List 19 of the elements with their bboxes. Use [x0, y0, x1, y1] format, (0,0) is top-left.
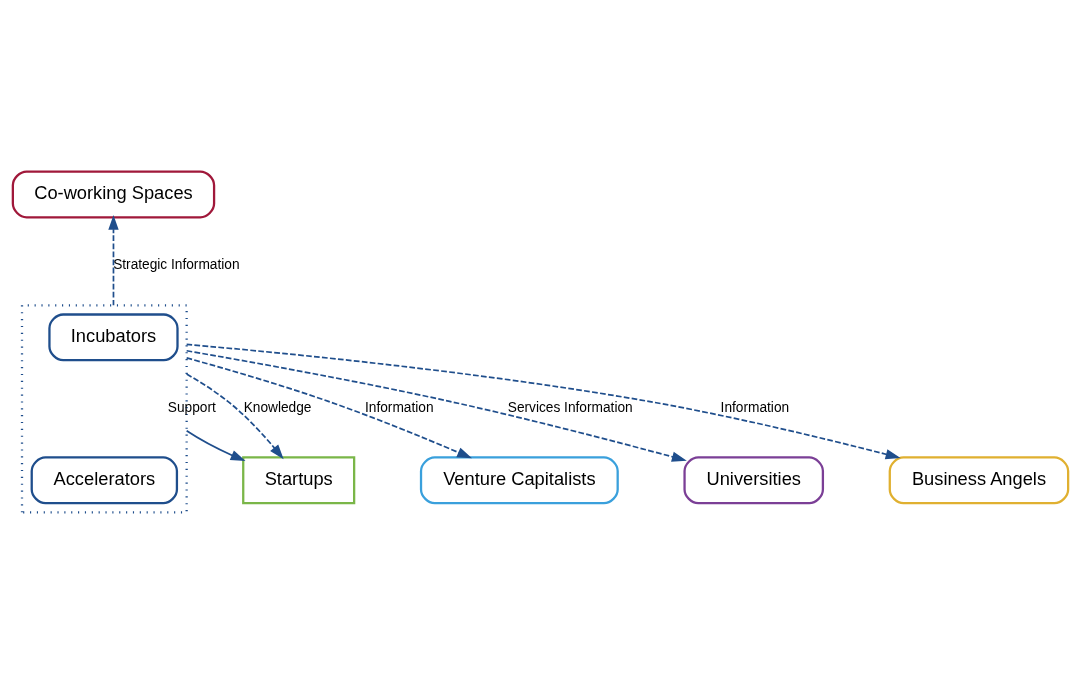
arrow [185, 373, 284, 460]
node-box: Universities [683, 456, 825, 505]
edge-label: Services Information [507, 400, 633, 416]
edge-label: Support [167, 400, 216, 416]
arrow [185, 343, 901, 460]
node-box: Co-working Spaces [11, 170, 216, 219]
edge-label: Information [365, 400, 434, 416]
node-box: Startups [242, 456, 356, 505]
arrow [185, 357, 472, 459]
arrow [108, 214, 119, 307]
arrow [185, 349, 687, 462]
node-box: Business Angels [888, 456, 1070, 505]
edge-label: Knowledge [243, 400, 312, 416]
edge-label: Strategic Information [113, 257, 240, 273]
node-box: Accelerators [30, 456, 179, 505]
node-box: Incubators [48, 313, 179, 362]
arrow [185, 429, 246, 462]
edge-label: Information [720, 400, 790, 416]
node-box: Venture Capitalists [419, 456, 619, 505]
